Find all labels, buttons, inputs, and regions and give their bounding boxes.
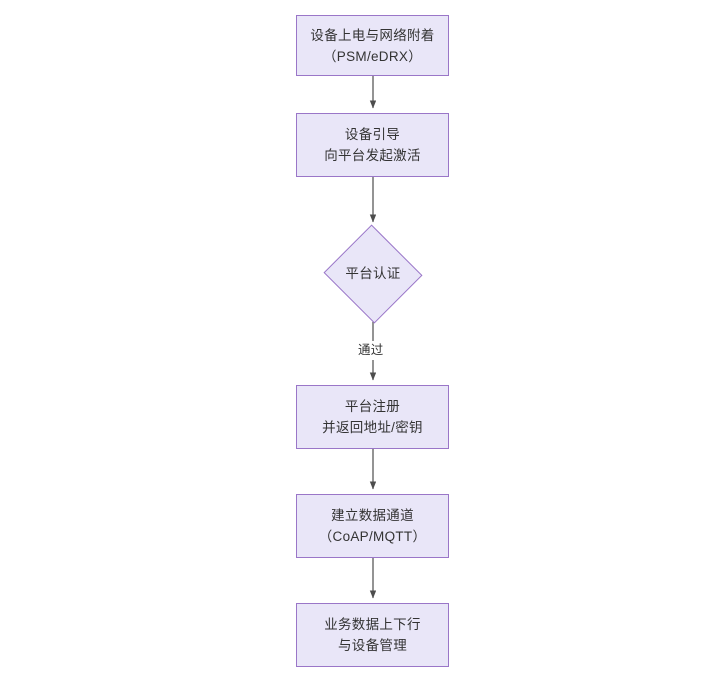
node-platform-registration[interactable]: 平台注册 并返回地址/密钥: [296, 385, 449, 449]
node-text-line: 与设备管理: [338, 638, 407, 653]
node-device-power-on[interactable]: 设备上电与网络附着 （PSM/eDRX）: [296, 15, 449, 76]
node-text-line: 平台注册: [344, 399, 401, 414]
node-device-bootstrap[interactable]: 设备引导 向平台发起激活: [296, 113, 449, 177]
node-text-line: 设备上电与网络附着: [310, 27, 435, 43]
node-text-line: 建立数据通道: [331, 508, 414, 523]
node-text-line: （PSM/eDRX）: [322, 48, 423, 64]
node-text-line: 并返回地址/密钥: [322, 420, 423, 435]
node-business-data-and-device-management[interactable]: 业务数据上下行 与设备管理: [296, 603, 449, 667]
node-text-line: 向平台发起激活: [324, 148, 421, 163]
node-text-line: 平台认证: [345, 265, 401, 281]
node-text-line: 设备引导: [344, 127, 401, 142]
edge-label-text: 通过: [358, 343, 384, 357]
node-text-line: 业务数据上下行: [324, 617, 421, 632]
node-establish-data-channel[interactable]: 建立数据通道 （CoAP/MQTT）: [296, 494, 449, 558]
node-platform-authentication[interactable]: 平台认证: [322, 224, 424, 323]
node-text-line: （CoAP/MQTT）: [318, 529, 427, 544]
edge-label-pass: 通过: [355, 341, 387, 360]
